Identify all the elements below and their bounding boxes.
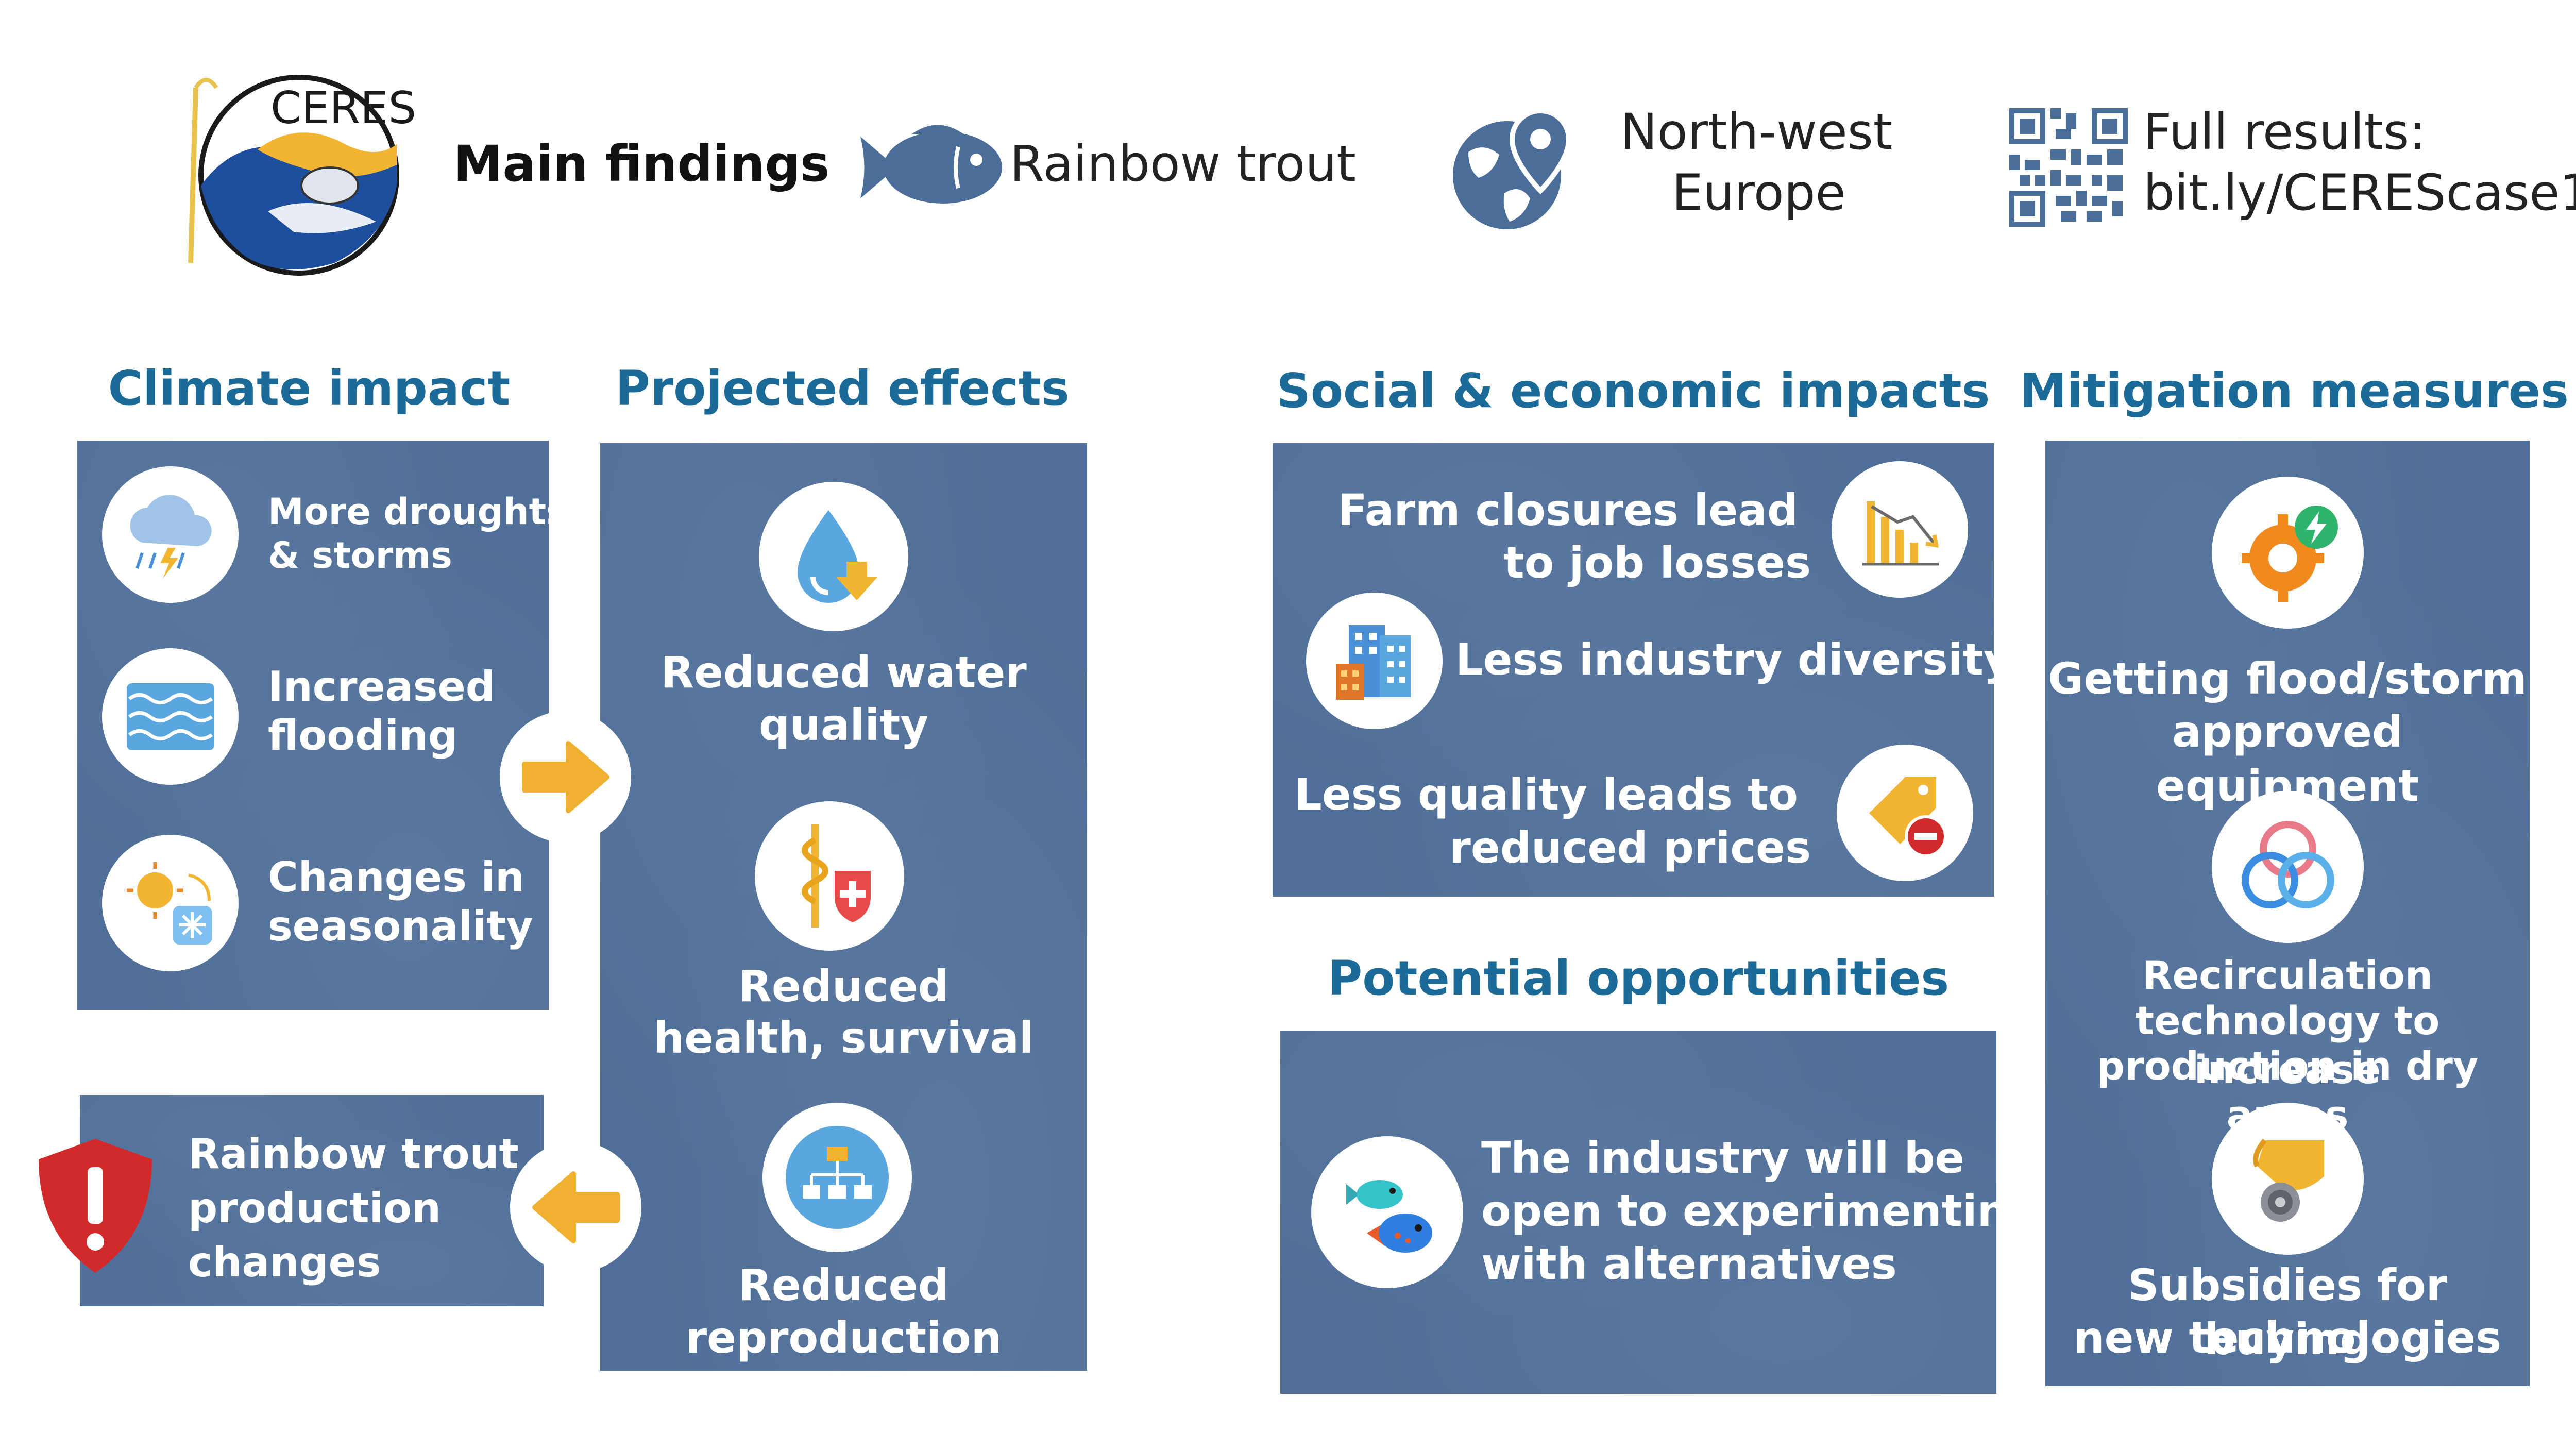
arrow-right-icon: [500, 711, 631, 843]
climate-item-1-line2: & storms: [268, 534, 452, 577]
coin-hand-icon: [2212, 1103, 2364, 1255]
globe-pin-icon: [1448, 106, 1577, 234]
opportunity-line3: with alternatives: [1481, 1239, 1897, 1289]
fish-icon: [855, 116, 1005, 219]
climate-item-3-line2: seasonality: [268, 902, 533, 950]
main-findings-label: Main findings: [453, 135, 830, 193]
warning-shield-icon: [36, 1136, 155, 1275]
climate-item-3-line1: Changes in: [268, 853, 524, 901]
region-line1: North-west: [1620, 103, 1893, 161]
ceres-logo: CERES: [180, 67, 416, 283]
effect-1-line1: Reduced water: [660, 647, 1027, 698]
health-icon: [755, 801, 904, 951]
waves-icon: [102, 648, 239, 785]
species-label: Rainbow trout: [1010, 135, 1356, 193]
climate-impact-heading: Climate impact: [108, 361, 511, 416]
social-item-3-line1: Less quality leads to: [1294, 769, 1798, 820]
recirculation-icon: [2212, 791, 2364, 943]
climate-item-1-line1: More droughts: [268, 491, 568, 533]
mitigation-heading: Mitigation measures: [2020, 363, 2569, 418]
logo-text: CERES: [270, 82, 417, 134]
arrow-left-icon: [510, 1141, 641, 1273]
opportunity-line1: The industry will be: [1481, 1133, 1964, 1183]
climate-item-2-line1: Increased: [268, 663, 495, 711]
sun-snowflake-icon: [102, 835, 239, 971]
qr-code-icon[interactable]: [2009, 108, 2128, 227]
effect-3-line1: Reduced: [738, 1260, 949, 1310]
price-tag-minus-icon: [1837, 745, 1973, 881]
climate-item-2-line2: flooding: [268, 712, 458, 760]
mitigation-2-line1: Recirculation: [2142, 952, 2433, 998]
social-item-1-line1: Farm closures lead: [1337, 485, 1798, 535]
effect-1-line2: quality: [758, 700, 929, 750]
opportunity-line2: open to experimenting: [1481, 1186, 2039, 1236]
effect-2-line2: health, survival: [653, 1013, 1034, 1063]
declining-chart-icon: [1832, 461, 1968, 598]
mitigation-3-line2: new technologies: [2073, 1312, 2502, 1363]
mitigation-1-line1: Getting flood/storm: [2048, 653, 2527, 704]
results-link[interactable]: bit.ly/CEREScase1: [2143, 164, 2576, 222]
opportunities-heading: Potential opportunities: [1327, 951, 1950, 1006]
region-line2: Europe: [1672, 164, 1846, 222]
production-line3: changes: [188, 1238, 381, 1286]
mitigation-3-line1: Subsidies for buying: [2127, 1260, 2448, 1364]
hierarchy-icon: [762, 1103, 912, 1252]
effect-2-line1: Reduced: [738, 961, 949, 1012]
storm-cloud-icon: [102, 466, 239, 603]
water-drop-icon: [759, 482, 908, 631]
social-economic-heading: Social & economic impacts: [1276, 363, 1990, 418]
full-results-label: Full results:: [2143, 103, 2426, 161]
production-panel: [80, 1095, 544, 1306]
production-line2: production: [188, 1184, 441, 1232]
effect-3-line2: reproduction: [685, 1312, 1002, 1363]
social-item-1-line2: to job losses: [1503, 537, 1811, 588]
social-item-3-line2: reduced prices: [1449, 822, 1811, 873]
mitigation-2-line2: technology to increase: [2135, 998, 2440, 1092]
buildings-icon: [1306, 593, 1443, 729]
production-line1: Rainbow trout: [188, 1130, 519, 1178]
social-item-2-line1: Less industry diversity: [1455, 634, 2012, 685]
fish-pair-icon: [1311, 1136, 1463, 1288]
gear-bolt-icon: [2212, 477, 2364, 629]
projected-effects-heading: Projected effects: [615, 361, 1070, 416]
